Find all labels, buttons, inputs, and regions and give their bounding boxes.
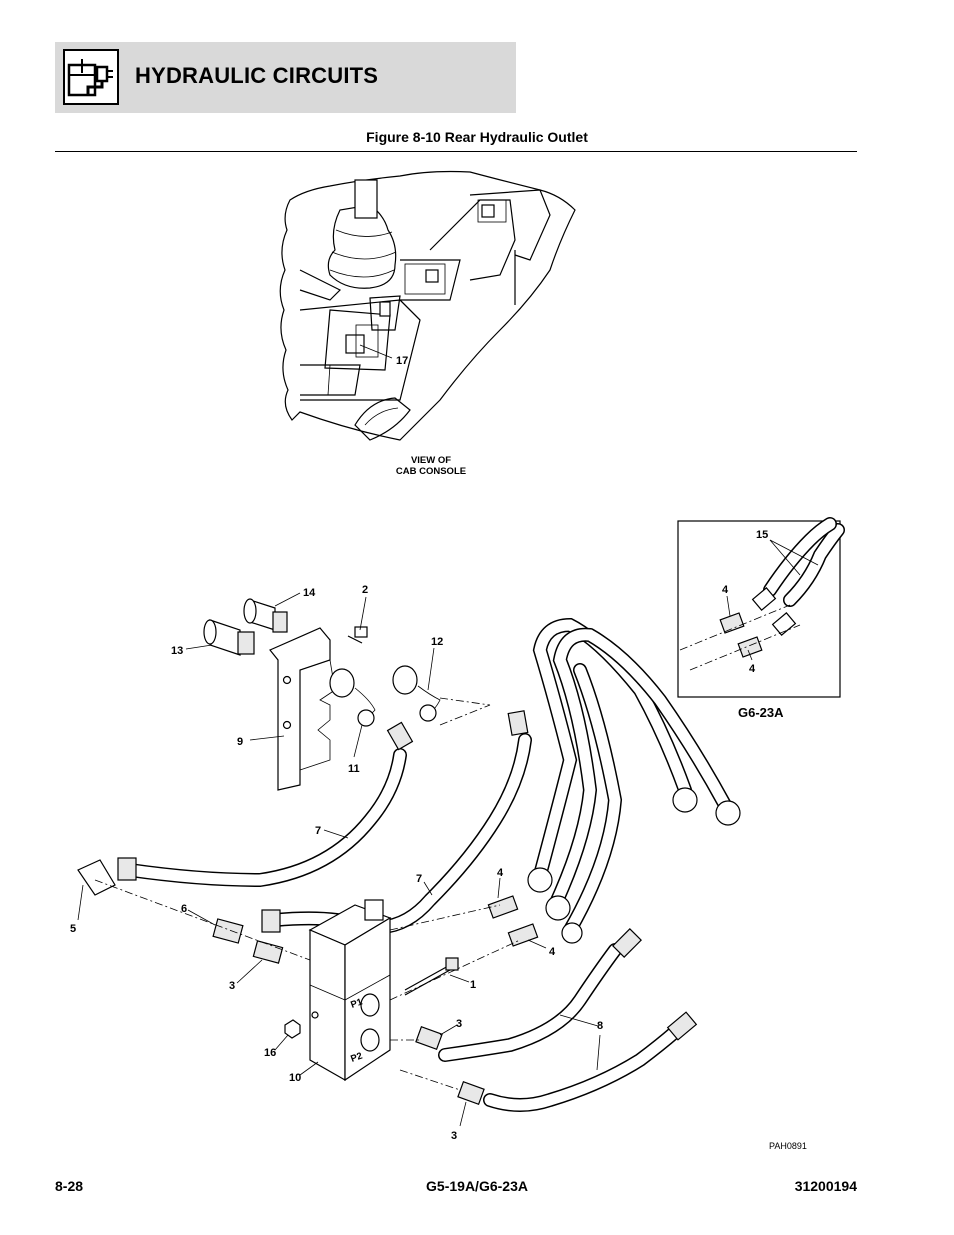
callout-3-bottom: 3 — [451, 1130, 457, 1142]
g6-23a-inset — [677, 517, 845, 698]
figure-title: Figure 8-10 Rear Hydraulic Outlet — [366, 129, 588, 145]
main-assembly — [77, 592, 741, 1127]
callout-8: 8 — [597, 1020, 603, 1032]
model-number: G5-19A/G6-23A — [426, 1178, 528, 1194]
title-rule — [55, 151, 857, 152]
callout-3-left: 3 — [229, 980, 235, 992]
inset-title: G6-23A — [738, 705, 784, 720]
page-number: 8-28 — [55, 1178, 84, 1194]
hydraulic-circuit-icon — [63, 49, 119, 105]
callout-4-lower: 4 — [549, 946, 556, 958]
callout-16: 16 — [264, 1047, 276, 1059]
console-caption-line1: VIEW OF — [411, 455, 451, 466]
section-title: HYDRAULIC CIRCUITS — [135, 63, 379, 88]
callout-13: 13 — [171, 645, 183, 657]
callout-6: 6 — [181, 903, 187, 915]
drawing-id: PAH0891 — [769, 1141, 807, 1151]
header-band — [55, 42, 516, 113]
callout-11: 11 — [348, 763, 360, 775]
callout-12: 12 — [431, 636, 443, 648]
callout-2: 2 — [362, 584, 368, 596]
console-caption-line2: CAB CONSOLE — [396, 466, 466, 477]
callout-4-inset-bottom: 4 — [749, 663, 756, 675]
callout-4-inset-top: 4 — [722, 584, 729, 596]
callout-7-upper: 7 — [315, 825, 321, 837]
callout-9: 9 — [237, 736, 243, 748]
document-number: 31200194 — [794, 1178, 857, 1194]
callout-15: 15 — [756, 529, 768, 541]
callout-4-upper: 4 — [497, 867, 504, 879]
port-p1-label: P1 — [349, 996, 364, 1011]
callout-1: 1 — [470, 979, 476, 991]
callout-5: 5 — [70, 923, 76, 935]
callout-14: 14 — [303, 587, 316, 599]
callout-10: 10 — [289, 1072, 301, 1084]
callout-17: 17 — [396, 355, 408, 367]
port-p2-label: P2 — [349, 1051, 364, 1065]
callout-3-middle: 3 — [456, 1018, 462, 1030]
cab-console-view — [279, 170, 576, 441]
callout-7-lower: 7 — [416, 873, 422, 885]
